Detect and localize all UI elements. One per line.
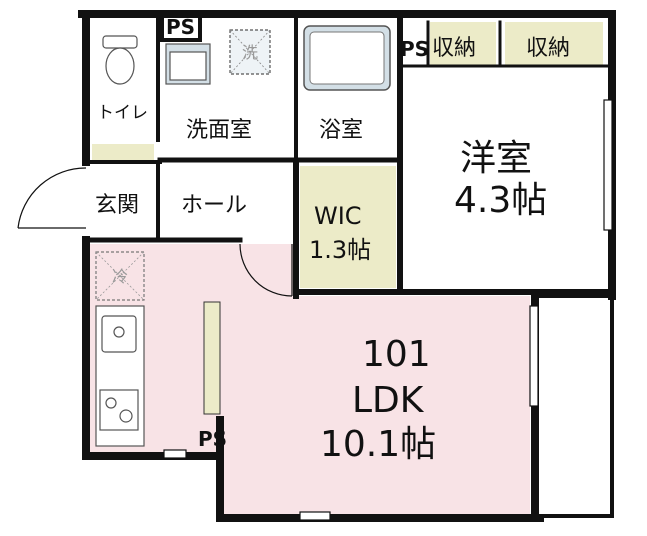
wic-size: 1.3帖	[309, 236, 371, 264]
fridge-mark: 冷	[112, 267, 128, 286]
washbasin-icon	[165, 43, 211, 85]
wic-floor	[300, 166, 396, 288]
ldk-counter	[203, 301, 221, 415]
sink-icon	[101, 315, 137, 353]
window-icon	[163, 99, 613, 521]
ps-top-label: PS	[166, 15, 195, 39]
washer-spot-icon	[229, 29, 271, 75]
bath-label: 浴室	[319, 118, 363, 143]
ldk-size: 10.1帖	[320, 424, 436, 465]
wic-label: WIC	[314, 202, 362, 230]
storage-2-label: 収納	[526, 36, 570, 61]
ldk-door-swing-icon	[239, 243, 293, 297]
toilet-label: トイレ	[97, 103, 148, 123]
unit-number: 101	[362, 334, 431, 375]
ps-storage-label: PS	[400, 37, 429, 61]
ldk-label: LDK	[352, 380, 425, 421]
washer-mark: 洗	[242, 43, 258, 62]
hall-label: ホール	[181, 193, 247, 218]
bathtub-icon	[303, 25, 391, 91]
entrance-shelf	[92, 144, 154, 162]
storage-1-label: 収納	[432, 36, 476, 61]
western-room-label: 洋室	[460, 138, 532, 179]
western-room-size: 4.3帖	[454, 180, 547, 221]
washroom-label: 洗面室	[186, 118, 252, 143]
toilet-icon	[102, 35, 138, 85]
storage-1-floor	[430, 22, 496, 66]
fridge-spot-icon	[95, 251, 145, 301]
ldk-floor-main	[220, 296, 530, 514]
entrance-label: 玄関	[95, 193, 139, 218]
entrance-door-swing-icon	[17, 167, 87, 229]
ps-ldk-label: PS	[198, 427, 227, 451]
stove-icon	[99, 389, 139, 431]
storage-2-floor	[505, 22, 603, 66]
